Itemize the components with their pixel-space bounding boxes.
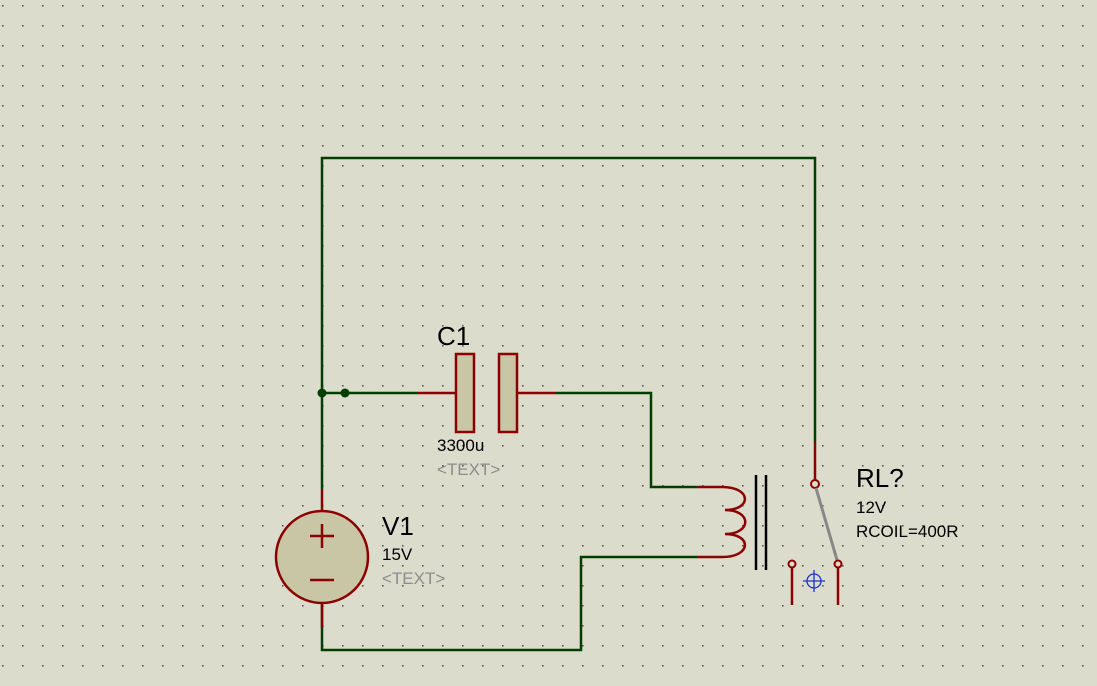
switch-arm (814, 487, 839, 561)
source-text-placeholder[interactable]: <TEXT> (382, 569, 446, 588)
capacitor-text-placeholder[interactable]: <TEXT> (437, 460, 501, 479)
junction-dot[interactable] (340, 388, 350, 398)
capacitor-c1[interactable] (417, 352, 556, 434)
source-ref-label[interactable]: V1 (382, 511, 414, 541)
relay-ref-label[interactable]: RL? (856, 463, 904, 493)
capacitor-plate-right (497, 352, 519, 434)
capacitor-ref-label[interactable]: C1 (437, 321, 471, 351)
source-value-label[interactable]: 15V (382, 545, 413, 564)
plus-icon (310, 524, 334, 548)
crosshair-origin-icon (803, 570, 825, 592)
junction-dot[interactable] (317, 388, 327, 398)
relay-switch[interactable] (787, 442, 843, 605)
voltage-source-v1[interactable] (274, 489, 370, 628)
wire-capacitor-to-coil[interactable] (556, 391, 697, 489)
capacitor-plate-left (454, 352, 476, 434)
source-body (274, 509, 370, 605)
switch-no-terminal (833, 559, 843, 569)
switch-common-terminal (810, 479, 820, 489)
coil-winding-icon (697, 485, 747, 559)
wires (320, 156, 817, 652)
switch-nc-terminal (787, 559, 797, 569)
relay-value-label[interactable]: 12V (856, 498, 887, 517)
relay-param-label[interactable]: RCOIL=400R (856, 522, 959, 541)
capacitor-value-label[interactable]: 3300u (437, 436, 485, 455)
wire-top-loop[interactable] (320, 156, 817, 442)
wire-coil-to-source[interactable] (320, 555, 697, 652)
relay-coil[interactable] (697, 475, 768, 570)
